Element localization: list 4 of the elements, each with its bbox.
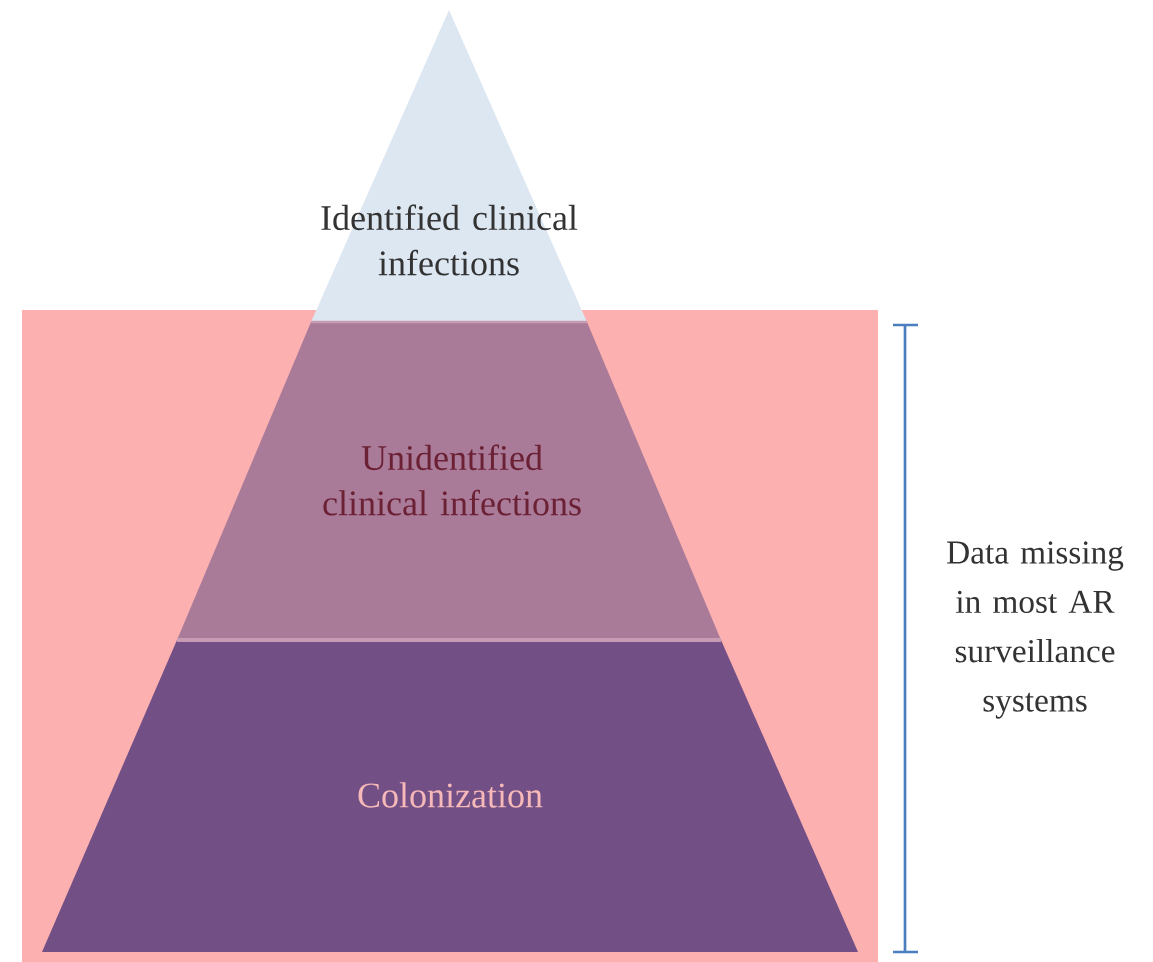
pyramid-tier: Unidentified clinical infections xyxy=(177,322,721,640)
pyramid-tier: Identified clinical infections xyxy=(311,10,587,322)
pyramid-tier: Colonization xyxy=(42,640,858,952)
bracket-label: Data missing in most AR surveillance systems xyxy=(947,541,1124,719)
